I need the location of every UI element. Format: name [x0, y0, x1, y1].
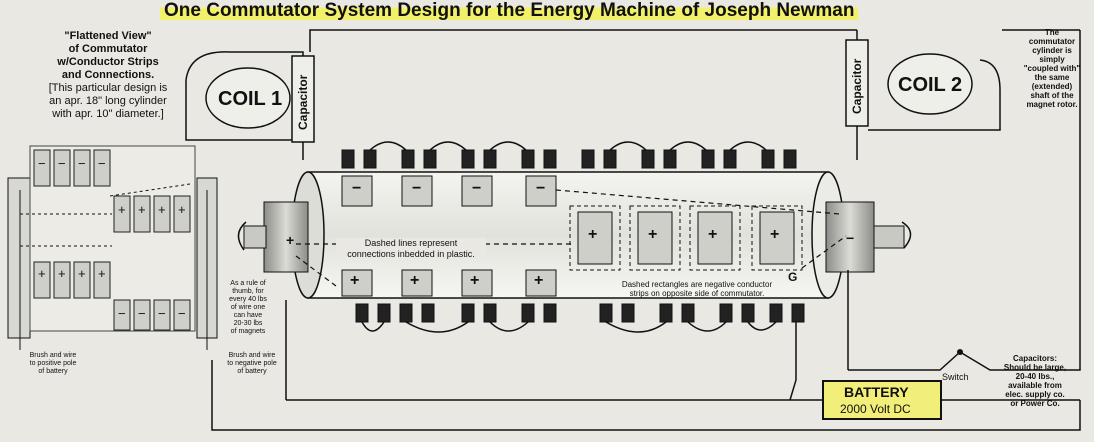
dashed-lines-note: Dashed lines represent connections inbed… [336, 238, 486, 259]
bottom-connectors [355, 303, 805, 323]
plus-sign: + [350, 272, 360, 289]
capacitors-note: Capacitors: Should be large, 20-40 lbs.,… [1003, 354, 1067, 408]
brush-negative-note: Brush and wire to negative pole of batte… [227, 352, 277, 375]
plus-sign: + [410, 272, 420, 289]
capacitor-1-label: Capacitor [296, 74, 310, 130]
battery [822, 380, 942, 420]
g-label: G [788, 270, 798, 284]
flat-minus-sign: − [98, 156, 106, 171]
plus-sign: + [770, 226, 780, 243]
flat-minus-sign: − [178, 306, 186, 321]
front-negative-strips [341, 175, 557, 207]
flat-plus-sign: + [178, 202, 186, 217]
flat-plus-sign: + [138, 202, 146, 217]
bottom-jumpers [361, 321, 777, 333]
front-positive-strips [341, 269, 557, 297]
battery-voltage: 2000 Volt DC [840, 402, 911, 416]
diagram-title: One Commutator System Design for the Ene… [160, 0, 859, 22]
coil-2-label: COIL 2 [898, 74, 963, 96]
flat-minus-sign: − [118, 306, 126, 321]
switch-label: Switch [942, 372, 969, 382]
switch-contact [957, 349, 963, 355]
commutator-cylinder [243, 171, 905, 299]
top-connectors [341, 149, 797, 169]
coil-2 [309, 29, 1001, 160]
flattened-view-panel [7, 145, 218, 350]
flat-minus-sign: − [78, 156, 86, 171]
flat-minus-sign: − [38, 156, 46, 171]
coil-1 [185, 51, 315, 160]
minus-sign: − [472, 180, 482, 197]
flat-plus-sign: + [118, 202, 126, 217]
rotation-arrows [237, 221, 912, 251]
flat-minus-sign: − [158, 306, 166, 321]
minus-sign: − [352, 180, 362, 197]
flat-plus-sign: + [58, 266, 66, 281]
plus-sign: + [708, 226, 718, 243]
minus-sign: − [412, 180, 422, 197]
minus-sign: − [536, 180, 546, 197]
flat-plus-sign: + [78, 266, 86, 281]
flat-plus-sign: + [158, 202, 166, 217]
back-strip-fills [577, 211, 795, 265]
right-ring-minus: − [846, 230, 855, 246]
plus-sign: + [648, 226, 658, 243]
capacitor-2-label: Capacitor [850, 58, 864, 114]
flat-plus-sign: + [38, 266, 46, 281]
flattened-view-note: "Flattened View" of Commutator w/Conduct… [48, 30, 168, 120]
brush-positive-note: Brush and wire to positive pole of batte… [29, 352, 77, 375]
flat-minus-sign: − [138, 306, 146, 321]
flat-plus-sign: + [98, 266, 106, 281]
right-wiring [211, 29, 1081, 431]
commutator-coupling-note: The commutator cylinder is simply "coupl… [1023, 28, 1081, 109]
left-ring-plus: + [286, 232, 295, 248]
coil-1-label: COIL 1 [218, 88, 283, 110]
battery-label: BATTERY [844, 384, 909, 400]
dashed-rectangles-note: Dashed rectangles are negative conductor… [621, 280, 773, 298]
rule-of-thumb-note: As a rule of thumb, for every 40 lbs of … [229, 280, 267, 335]
flat-minus-sign: − [58, 156, 66, 171]
plus-sign: + [588, 226, 598, 243]
back-strips [569, 205, 803, 271]
top-jumpers [369, 141, 767, 151]
plus-sign: + [534, 272, 544, 289]
plus-sign: + [470, 272, 480, 289]
